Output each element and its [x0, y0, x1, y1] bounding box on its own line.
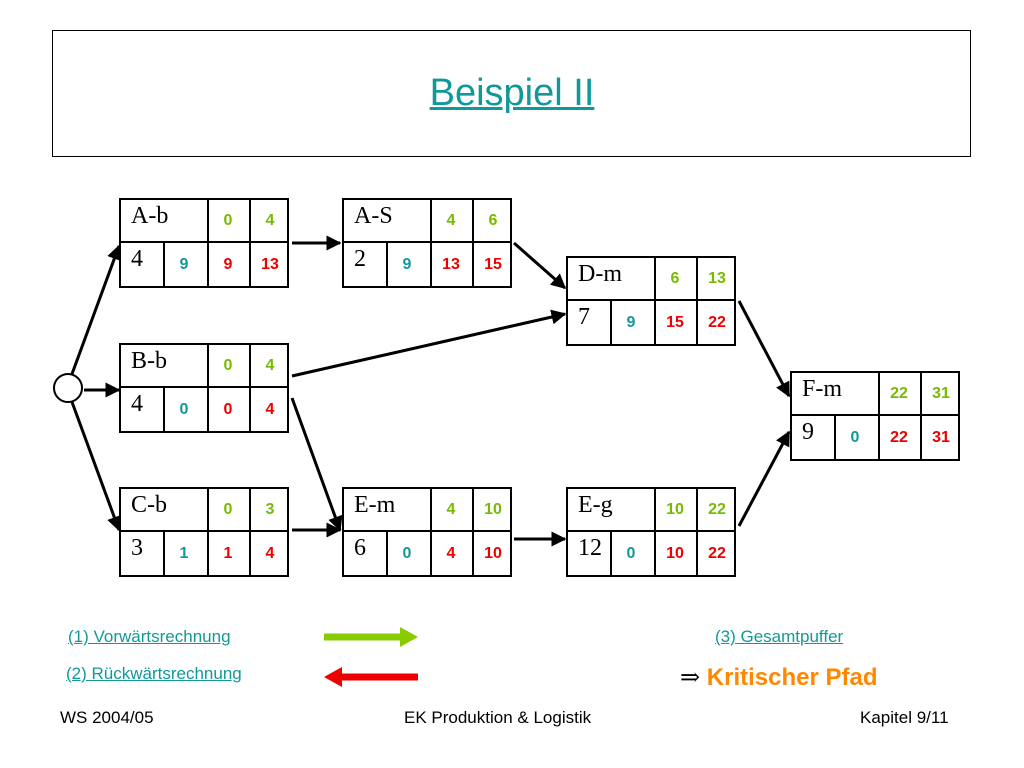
total-float: 9	[402, 256, 412, 273]
activity-name: D-m	[578, 261, 622, 287]
forward-arrow-head	[400, 627, 418, 647]
activity-name: E-m	[354, 492, 396, 518]
footer-semester: WS 2004/05	[60, 708, 154, 727]
edge-start-ab	[70, 244, 122, 375]
earliest-finish: 22	[708, 501, 726, 518]
earliest-start: 4	[446, 212, 456, 229]
earliest-start: 22	[890, 385, 908, 402]
latest-finish: 4	[265, 545, 275, 562]
activity-duration: 4	[131, 246, 143, 272]
latest-start: 10	[666, 545, 684, 562]
legend-backward-link[interactable]: (2) Rückwärtsrechnung	[66, 664, 242, 683]
latest-finish: 22	[708, 545, 726, 562]
critical-path-text: Kritischer Pfad	[706, 664, 878, 691]
latest-start: 4	[446, 545, 456, 562]
earliest-start: 0	[223, 357, 233, 374]
total-float: 0	[179, 401, 189, 418]
activity-name: A-b	[131, 203, 169, 229]
earliest-start: 0	[223, 212, 233, 229]
latest-start: 22	[890, 429, 908, 446]
earliest-finish: 13	[708, 270, 726, 287]
edge-eg-fm	[737, 430, 791, 527]
edge-start-cb	[70, 401, 122, 532]
footer-chapter: Kapitel 9/11	[860, 708, 949, 727]
latest-start: 1	[223, 545, 233, 562]
activity-node-ab[interactable]: A-b 4 0 4 9 9 13	[119, 198, 289, 288]
activity-duration: 2	[354, 246, 366, 272]
total-float: 0	[850, 429, 860, 446]
latest-finish: 31	[932, 429, 950, 446]
earliest-start: 0	[223, 501, 233, 518]
activity-duration: 12	[578, 535, 602, 561]
activity-duration: 3	[131, 535, 143, 561]
activity-name: A-S	[354, 203, 393, 229]
activity-node-fm[interactable]: F-m 9 22 31 0 22 31	[790, 371, 960, 461]
activity-name: B-b	[131, 348, 167, 374]
earliest-start: 4	[446, 501, 456, 518]
latest-start: 15	[666, 314, 684, 331]
latest-finish: 22	[708, 314, 726, 331]
edge-bb-em	[290, 397, 343, 532]
total-float: 0	[626, 545, 636, 562]
backward-arrow-head	[324, 667, 342, 687]
latest-start: 9	[223, 256, 233, 273]
total-float: 9	[179, 256, 189, 273]
activity-name: E-g	[578, 492, 613, 518]
earliest-finish: 10	[484, 501, 502, 518]
total-float: 0	[402, 545, 412, 562]
latest-start: 0	[223, 401, 233, 418]
activity-duration: 4	[131, 391, 143, 417]
edge-dm-fm	[737, 300, 791, 398]
activity-duration: 6	[354, 535, 366, 561]
latest-finish: 15	[484, 256, 502, 273]
edge-bb-dm	[291, 309, 567, 378]
activity-node-bb[interactable]: B-b 4 0 4 0 0 4	[119, 343, 289, 433]
edge-as-dm	[513, 241, 567, 290]
earliest-start: 6	[670, 270, 680, 287]
activity-node-cb[interactable]: C-b 3 0 3 1 1 4	[119, 487, 289, 577]
total-float: 9	[626, 314, 636, 331]
latest-finish: 13	[261, 256, 279, 273]
latest-start: 13	[442, 256, 460, 273]
earliest-finish: 4	[265, 357, 275, 374]
earliest-finish: 4	[265, 212, 275, 229]
activity-node-as[interactable]: A-S 2 4 6 9 13 15	[342, 198, 512, 288]
activity-name: F-m	[802, 376, 843, 402]
activity-duration: 7	[578, 304, 590, 330]
earliest-finish: 3	[265, 501, 275, 518]
earliest-start: 10	[666, 501, 684, 518]
implies-symbol: ⇒	[680, 663, 701, 691]
slide-title[interactable]: Beispiel II	[429, 72, 595, 114]
legend-forward-link[interactable]: (1) Vorwärtsrechnung	[68, 627, 231, 646]
earliest-finish: 31	[932, 385, 950, 402]
activity-duration: 9	[802, 419, 814, 445]
activity-node-eg[interactable]: E-g 12 10 22 0 10 22	[566, 487, 736, 577]
activity-node-em[interactable]: E-m 6 4 10 0 4 10	[342, 487, 512, 577]
earliest-finish: 6	[488, 212, 498, 229]
total-float: 1	[179, 545, 189, 562]
start-node	[53, 373, 83, 403]
activity-name: C-b	[131, 492, 167, 518]
title-box	[52, 30, 971, 157]
critical-path-label: ⇒ Kritischer Pfad	[680, 663, 878, 692]
latest-finish: 4	[265, 401, 275, 418]
footer-course: EK Produktion & Logistik	[404, 708, 592, 727]
latest-finish: 10	[484, 545, 502, 562]
legend-total-float-link[interactable]: (3) Gesamtpuffer	[715, 627, 844, 646]
activity-node-dm[interactable]: D-m 7 6 13 9 15 22	[566, 256, 736, 346]
